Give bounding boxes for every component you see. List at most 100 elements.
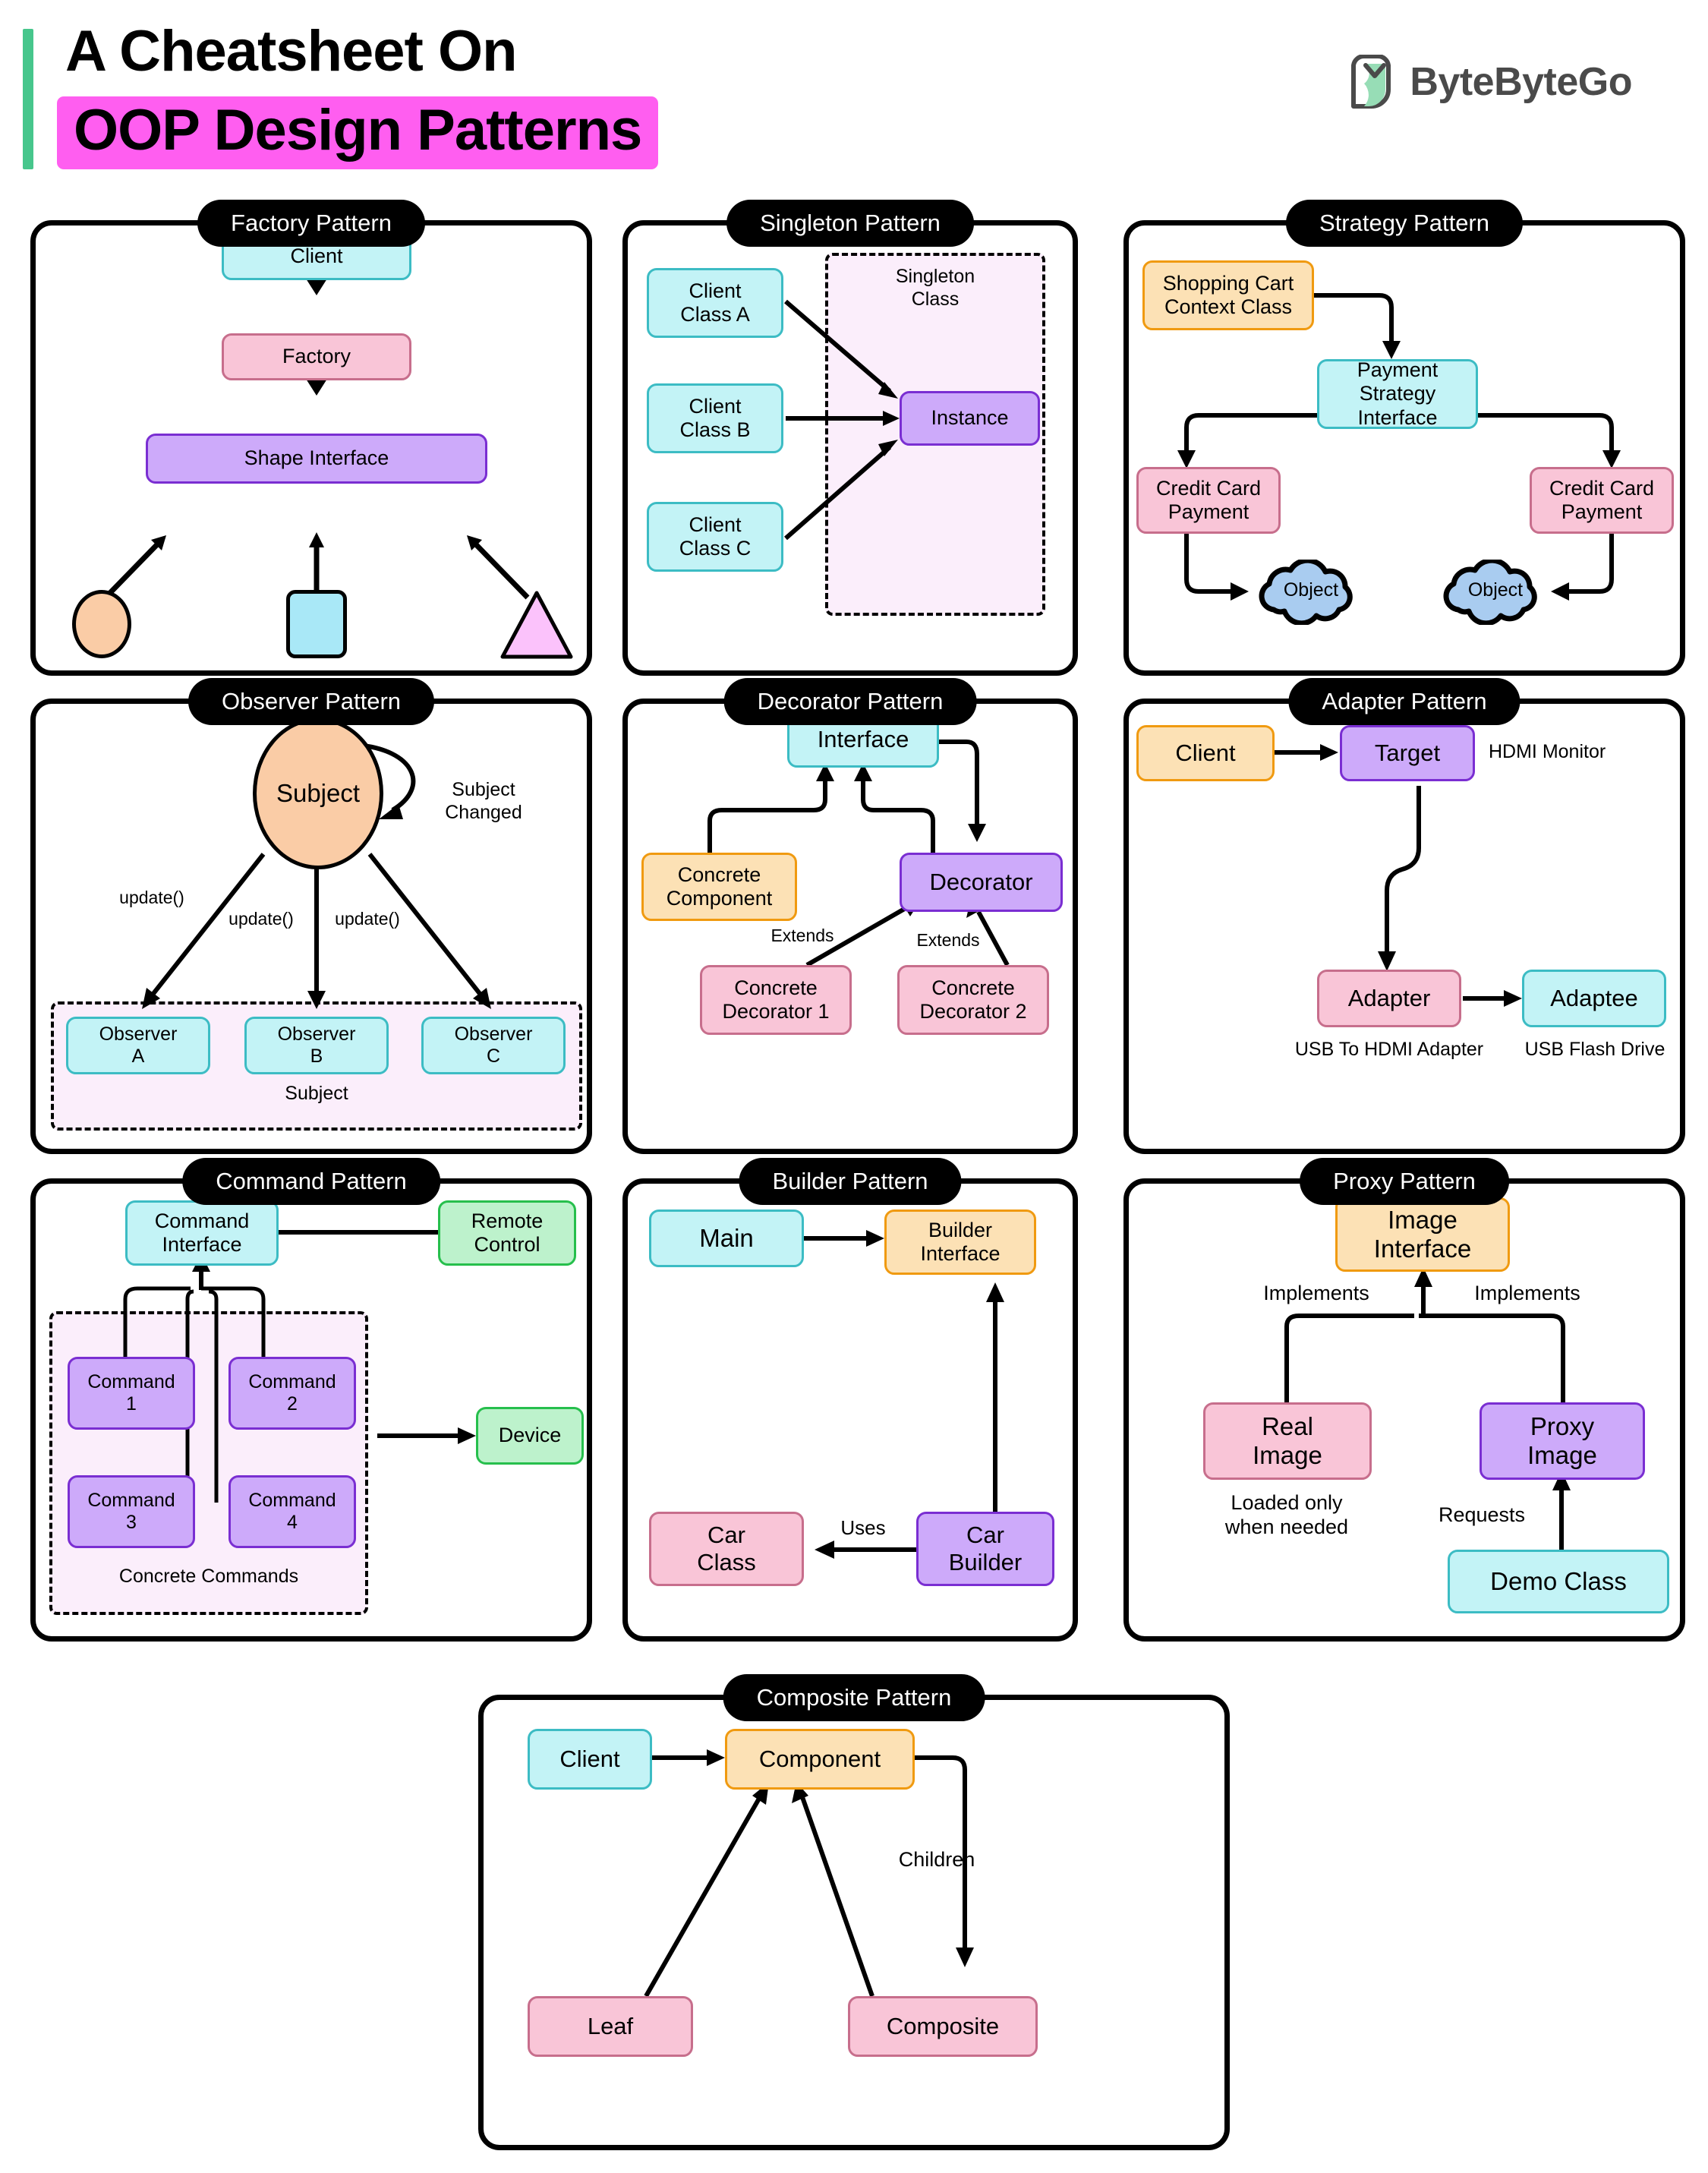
label-strategy-right-object: Object [1467, 579, 1524, 601]
singleton-connectors [784, 299, 900, 541]
card-proxy-pattern: Proxy Pattern Image Interface Implements… [1123, 1158, 1685, 1642]
card-title-factory: Factory Pattern [197, 200, 425, 247]
node-strategy-context[interactable]: Shopping Cart Context Class [1142, 260, 1314, 330]
node-singleton-client-c[interactable]: Client Class C [647, 502, 783, 572]
node-composite-component[interactable]: Component [725, 1729, 915, 1790]
builder-connectors [804, 1230, 1004, 1559]
page-header: A Cheatsheet On OOP Design Patterns Byte… [0, 0, 1708, 190]
card-title-composite: Composite Pattern [723, 1674, 985, 1721]
card-decorator-pattern: Decorator Pattern Interface Concrete Com… [622, 678, 1078, 1154]
label-hdmi-monitor: HDMI Monitor [1489, 741, 1606, 762]
node-strategy-right-payment[interactable]: Credit Card Payment [1530, 467, 1674, 534]
label-observer-update-2: update() [228, 909, 294, 929]
node-command-2[interactable]: Command 2 [228, 1357, 356, 1430]
node-composite-leaf[interactable]: Leaf [528, 1996, 693, 2057]
node-adapter-adaptee[interactable]: Adaptee [1522, 970, 1666, 1027]
label-usb-flash-drive: USB Flash Drive [1524, 1039, 1665, 1060]
node-builder-car-builder[interactable]: Car Builder [916, 1512, 1054, 1586]
node-decorator-decorator[interactable]: Decorator [900, 853, 1063, 912]
label-proxy-loaded-note: Loaded only when needed [1224, 1491, 1349, 1539]
card-strategy-pattern: Strategy Pattern Shopping Cart Context C… [1123, 200, 1685, 676]
card-title-adapter: Adapter Pattern [1288, 678, 1520, 725]
node-command-1[interactable]: Command 1 [68, 1357, 195, 1430]
decorator-connectors [707, 740, 1010, 967]
node-proxy-real-image[interactable]: Real Image [1203, 1402, 1372, 1480]
bytebytego-mark-icon [1351, 55, 1391, 109]
node-composite-client[interactable]: Client [528, 1729, 652, 1790]
node-command-3[interactable]: Command 3 [68, 1475, 195, 1548]
card-title-decorator: Decorator Pattern [723, 678, 977, 725]
label-proxy-implements-right: Implements [1474, 1282, 1580, 1304]
node-proxy-proxy-image[interactable]: Proxy Image [1480, 1402, 1645, 1480]
node-builder-main[interactable]: Main [649, 1210, 804, 1267]
observer-connectors [142, 743, 491, 1009]
page-title-line1: A Cheatsheet On [65, 19, 518, 84]
node-concrete-decorator-2[interactable]: Concrete Decorator 2 [897, 965, 1049, 1035]
node-command-device[interactable]: Device [476, 1407, 584, 1465]
card-composite-pattern: Composite Pattern Client Component Leaf … [478, 1674, 1230, 2150]
accent-bar [23, 29, 33, 169]
node-strategy-interface[interactable]: Payment Strategy Interface [1317, 358, 1478, 429]
label-builder-uses: Uses [840, 1516, 886, 1539]
label-observer-update-1: update() [119, 888, 184, 907]
node-strategy-left-object[interactable]: Object [1246, 557, 1376, 626]
node-builder-car-class[interactable]: Car Class [649, 1512, 804, 1586]
card-title-observer: Observer Pattern [188, 678, 435, 725]
node-singleton-client-b[interactable]: Client Class B [647, 383, 783, 453]
node-remote-control[interactable]: Remote Control [438, 1200, 576, 1266]
node-proxy-demo-class[interactable]: Demo Class [1448, 1550, 1669, 1613]
node-proxy-image-interface[interactable]: Image Interface [1335, 1197, 1510, 1272]
card-command-pattern: Command Pattern Command Interface Remote… [30, 1158, 592, 1642]
label-strategy-left-object: Object [1283, 579, 1339, 601]
node-command-4[interactable]: Command 4 [228, 1475, 356, 1548]
label-decorator-extends-right: Extends [916, 930, 980, 950]
node-singleton-instance[interactable]: Instance [900, 391, 1040, 446]
proxy-connectors [1284, 1267, 1571, 1550]
label-proxy-implements-left: Implements [1263, 1282, 1369, 1304]
node-observer-c[interactable]: Observer C [421, 1017, 566, 1074]
label-decorator-extends-left: Extends [770, 926, 834, 945]
circle-shape-icon [72, 590, 131, 658]
node-adapter-target[interactable]: Target [1340, 725, 1475, 781]
page-title-highlight: OOP Design Patterns [57, 96, 659, 170]
card-singleton-pattern: Singleton Pattern Singleton Class Client… [622, 200, 1078, 676]
card-factory-pattern: Factory Pattern Client Factory Shape Int… [30, 200, 592, 676]
card-title-command: Command Pattern [182, 1158, 440, 1205]
node-factory-factory[interactable]: Factory [222, 333, 411, 380]
node-observer-a[interactable]: Observer A [66, 1017, 210, 1074]
label-usb-to-hdmi-adapter: USB To HDMI Adapter [1294, 1039, 1484, 1060]
label-proxy-requests: Requests [1438, 1503, 1526, 1526]
composite-connectors [644, 1749, 974, 1998]
label-composite-children: Children [898, 1848, 975, 1871]
label-observer-update-3: update() [335, 909, 400, 929]
label-subject-changed: Subject Changed [445, 779, 522, 823]
node-adapter-client[interactable]: Client [1136, 725, 1275, 781]
command-connectors [123, 1224, 476, 1503]
square-shape-icon [286, 590, 347, 658]
card-title-proxy: Proxy Pattern [1300, 1158, 1509, 1205]
node-strategy-left-payment[interactable]: Credit Card Payment [1136, 467, 1281, 534]
page-title-line2: OOP Design Patterns [74, 98, 642, 162]
node-observer-subject[interactable]: Subject [253, 718, 383, 869]
node-factory-shape-interface[interactable]: Shape Interface [146, 434, 487, 484]
card-title-builder: Builder Pattern [739, 1158, 962, 1205]
node-observer-b[interactable]: Observer B [244, 1017, 389, 1074]
label-concrete-commands: Concrete Commands [118, 1566, 299, 1587]
adapter-connectors [1275, 744, 1522, 1007]
card-adapter-pattern: Adapter Pattern Client Target HDMI Monit… [1123, 678, 1685, 1154]
strategy-connectors [1177, 293, 1621, 601]
node-concrete-decorator-1[interactable]: Concrete Decorator 1 [700, 965, 852, 1035]
card-observer-pattern: Observer Pattern Subject Subject Changed… [30, 678, 592, 1154]
node-command-interface[interactable]: Command Interface [125, 1200, 279, 1266]
node-singleton-client-a[interactable]: Client Class A [647, 268, 783, 338]
brand-logo: ByteByteGo [1347, 55, 1632, 109]
factory-connectors [103, 279, 530, 600]
card-title-singleton: Singleton Pattern [726, 200, 974, 247]
singleton-group-label: Singleton Class [895, 266, 975, 310]
node-builder-interface[interactable]: Builder Interface [884, 1210, 1036, 1275]
node-adapter-adapter[interactable]: Adapter [1317, 970, 1461, 1027]
node-decorator-concrete-component[interactable]: Concrete Component [641, 853, 797, 921]
triangle-shape-icon [500, 591, 573, 659]
node-composite-composite[interactable]: Composite [848, 1996, 1038, 2057]
node-strategy-right-object[interactable]: Object [1431, 557, 1560, 626]
